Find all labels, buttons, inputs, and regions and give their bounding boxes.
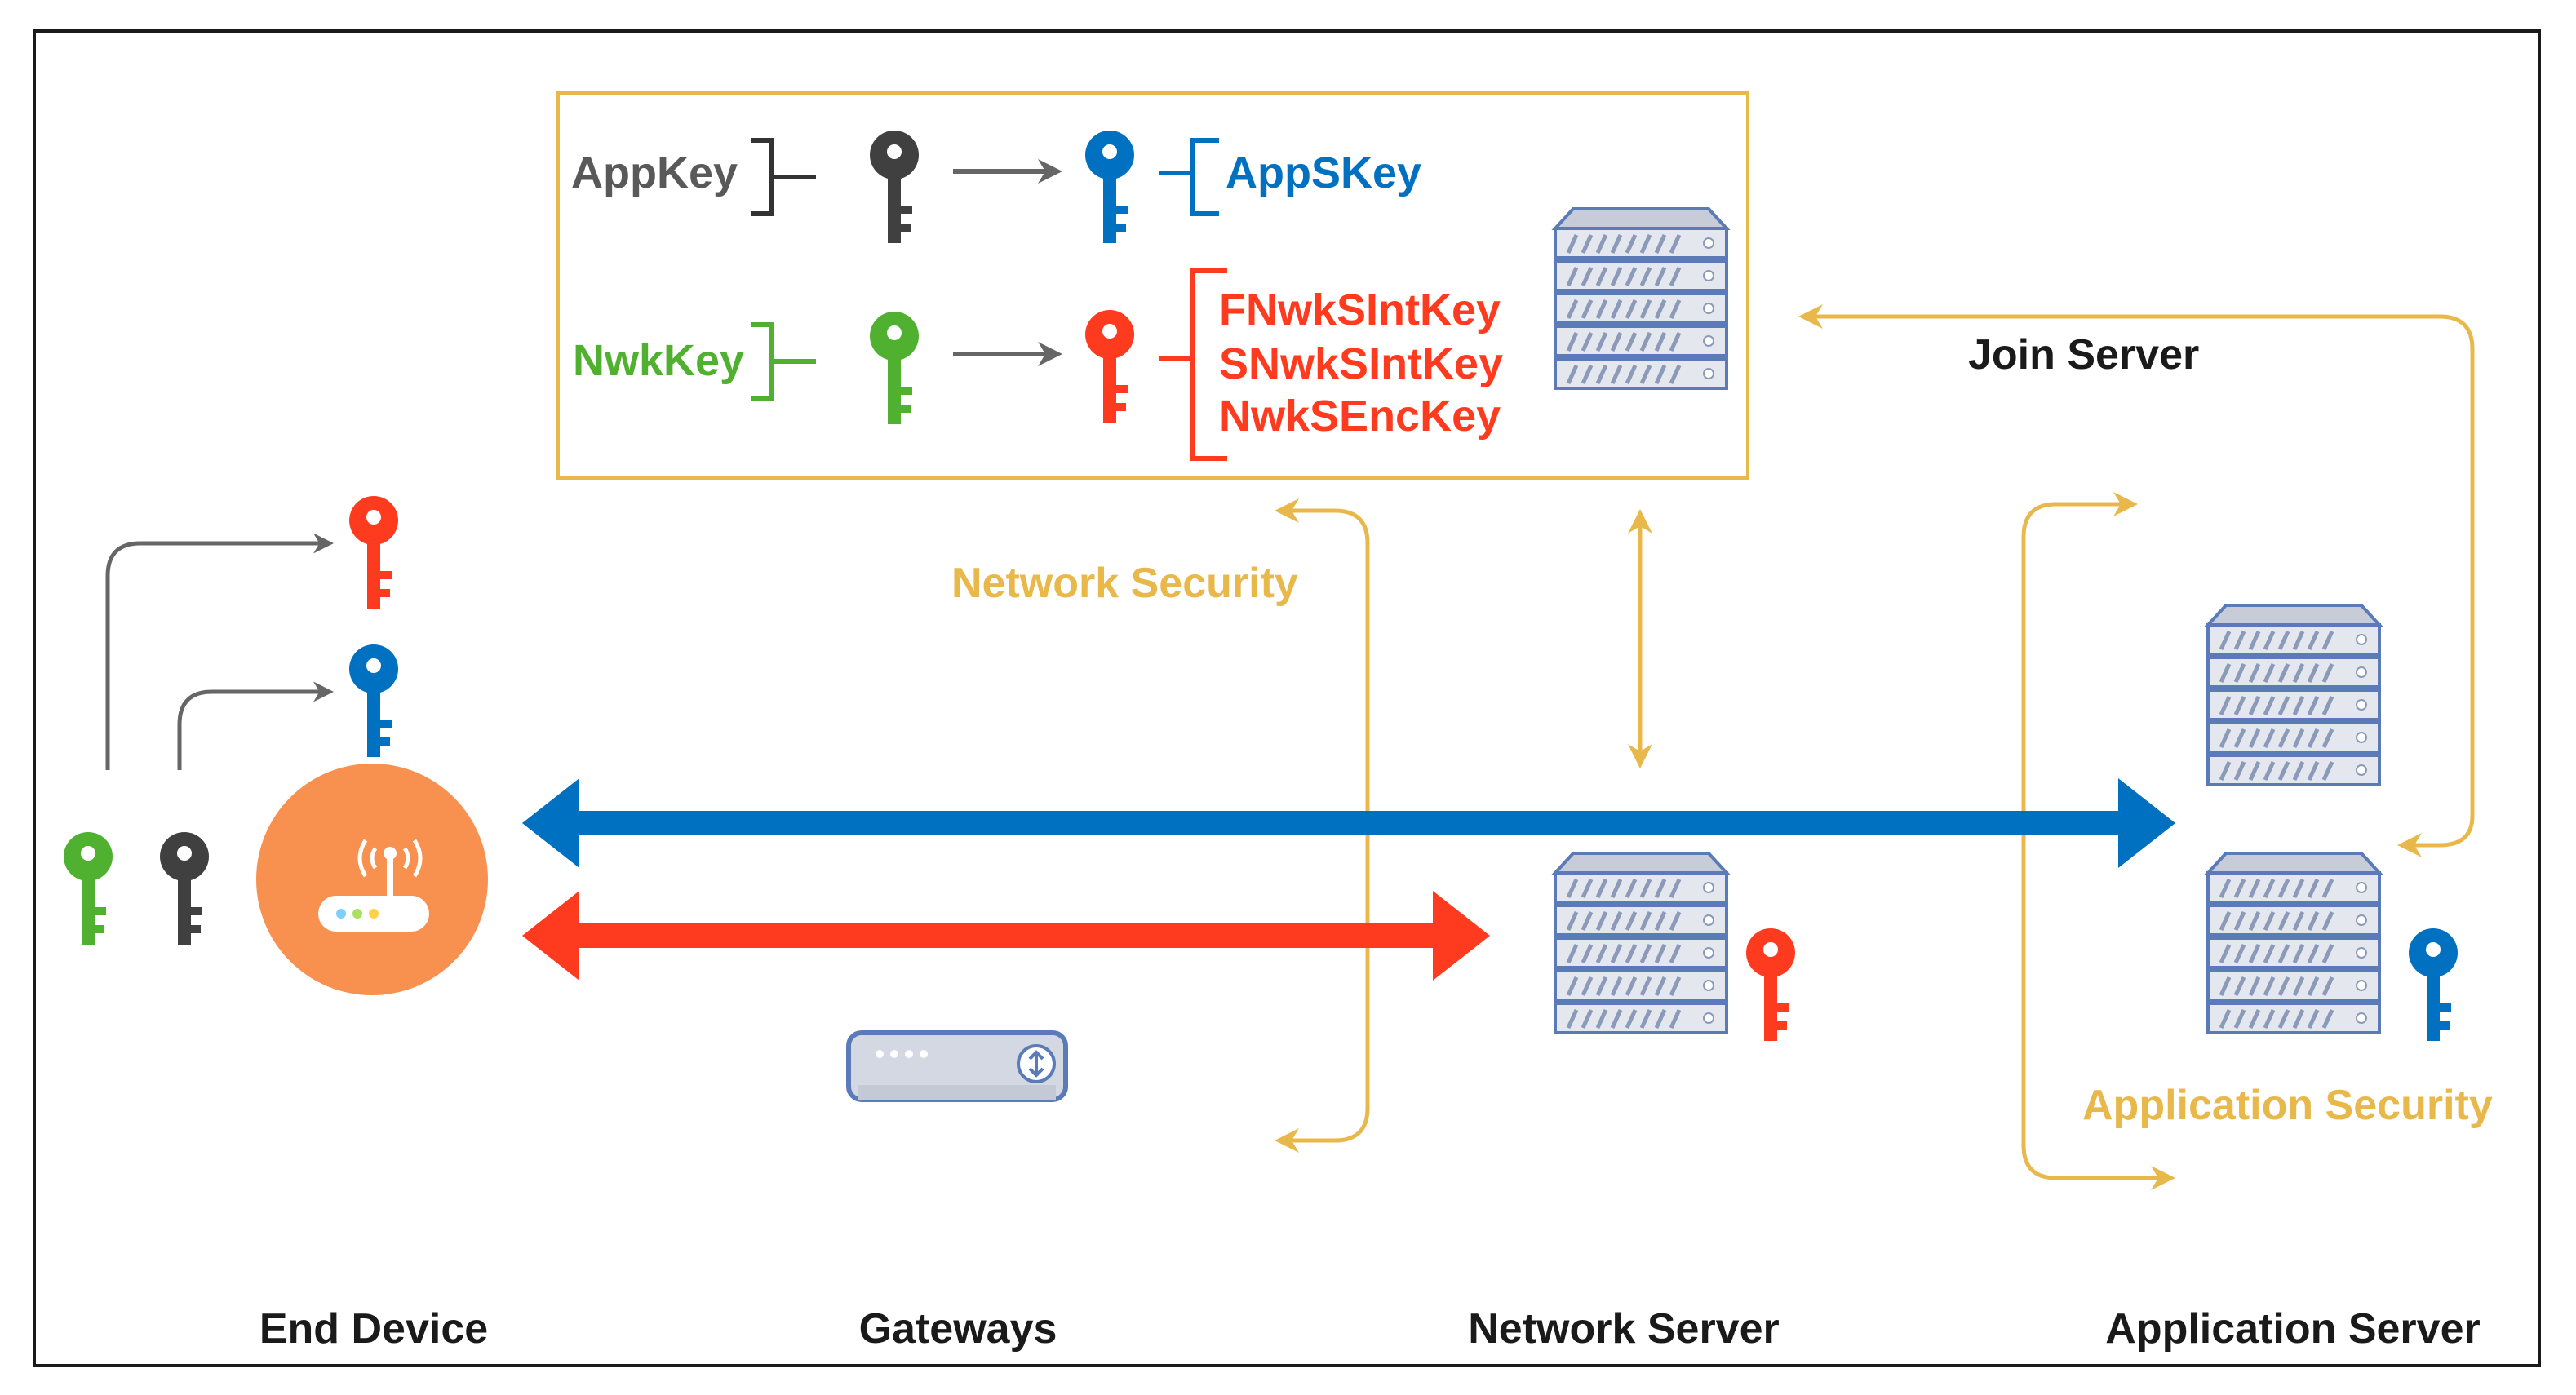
join-to-appserver-connector	[1798, 304, 2475, 857]
network-data-arrow	[522, 891, 1490, 981]
router-icon	[318, 839, 429, 932]
diagram-frame	[33, 29, 2541, 1367]
application-security-connector	[2021, 492, 2175, 1190]
device-nwkkey-icon	[64, 832, 113, 945]
end-device-label: End Device	[259, 1305, 488, 1353]
application-join-server-icon	[2208, 605, 2379, 785]
application-server-label: Application Server	[2105, 1305, 2480, 1353]
gateway-box-icon	[846, 1030, 1068, 1102]
network-security-label: Network Security	[951, 560, 1298, 607]
device-appkey-icon	[160, 832, 209, 945]
application-security-label: Application Security	[2082, 1082, 2493, 1129]
nwk-session-bracket	[1159, 268, 1227, 461]
join-server-icon	[1555, 209, 1727, 388]
appkey-bracket	[751, 138, 816, 216]
appskey-label: AppSKey	[1226, 148, 1421, 197]
root-key-derive-arrow-inner	[177, 681, 334, 770]
device-app-session-key-icon	[349, 644, 398, 757]
application-data-arrow	[522, 778, 2175, 868]
nwkkey-label: NwkKey	[573, 336, 744, 385]
device-nwk-session-key-icon	[349, 496, 398, 609]
appskey-bracket	[1159, 138, 1219, 216]
snwksintkey-label: SNwkSIntKey	[1219, 339, 1503, 388]
network-server-key-icon	[1746, 928, 1795, 1041]
network-server-label: Network Server	[1468, 1305, 1780, 1353]
gateways-label: Gateways	[859, 1305, 1057, 1353]
nwksenckey-label: NwkSEncKey	[1219, 392, 1501, 441]
network-server-icon	[1555, 853, 1727, 1033]
appkey-label: AppKey	[571, 148, 738, 197]
root-key-derive-arrow-outer	[105, 533, 334, 770]
application-server-icon	[2208, 853, 2379, 1033]
join-server-label: Join Server	[1968, 331, 2199, 379]
key-derivation-box	[556, 91, 1749, 480]
nwkkey-bracket	[751, 322, 816, 401]
fnwksintkey-label: FNwkSIntKey	[1219, 286, 1501, 334]
application-server-key-icon	[2409, 928, 2458, 1041]
end-device-circle	[256, 764, 488, 995]
